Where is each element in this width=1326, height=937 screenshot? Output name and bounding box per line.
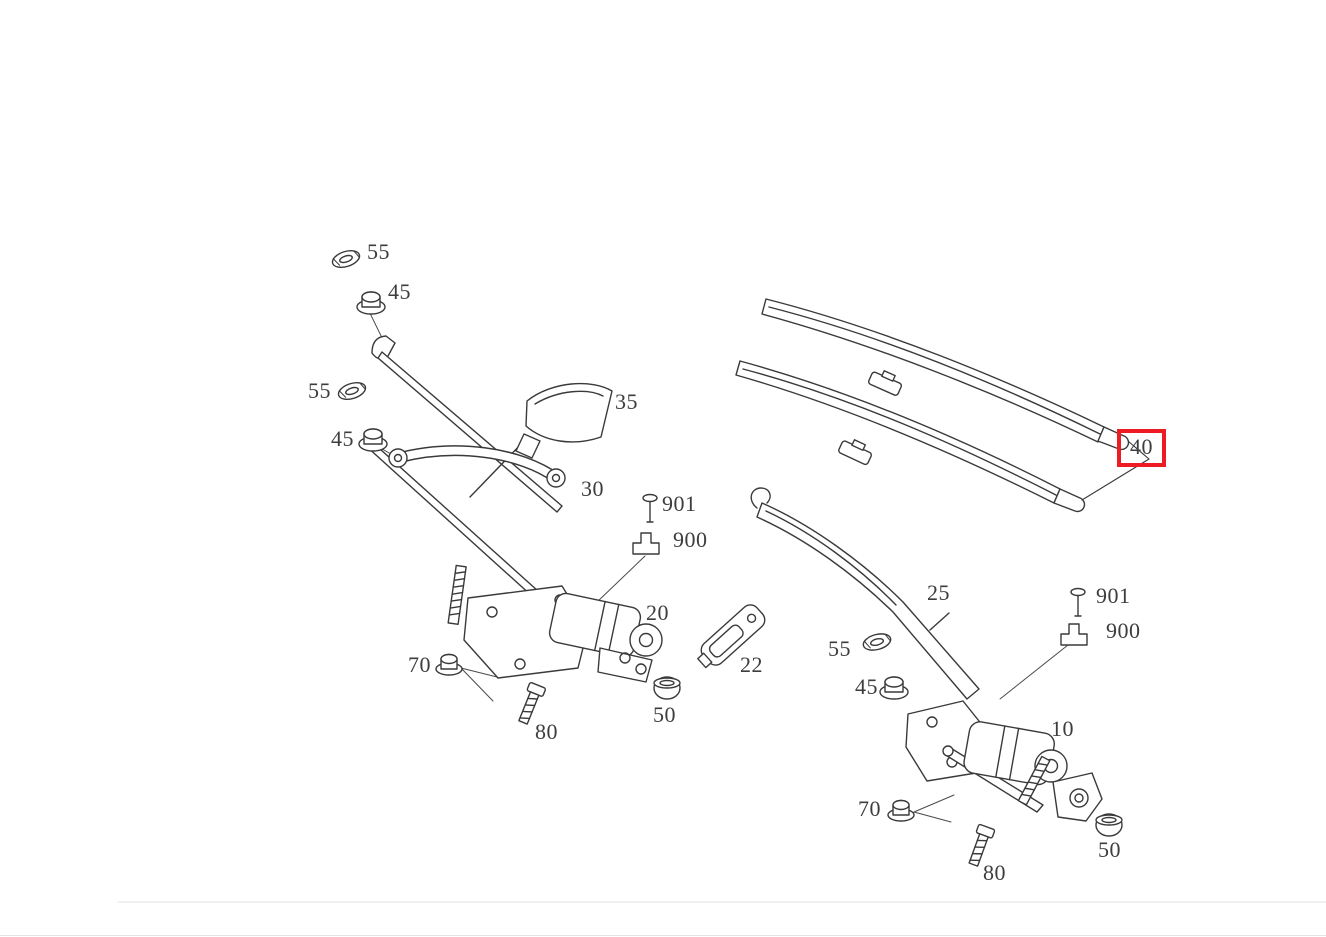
part-label-45-lower-left[interactable]: 45 [331, 426, 354, 451]
part-label-45-upper-left[interactable]: 45 [388, 279, 411, 304]
screw-pin-icon-901-right [1070, 587, 1086, 617]
part-label-901-right[interactable]: 901 [1096, 583, 1131, 608]
wiper-motor-left-20 [548, 592, 663, 683]
screw-pin-icon-901-left [642, 493, 658, 523]
clip-block-icon-900-left [632, 532, 660, 555]
linkage-rod-30 [388, 445, 566, 488]
cover-cap-icon-50-right [1095, 813, 1123, 837]
part-label-50-left[interactable]: 50 [653, 702, 676, 727]
part-label-900-left[interactable]: 900 [673, 527, 708, 552]
highlighted-part-box-40[interactable]: 40 [1117, 429, 1166, 467]
grommet-icon-55-right [862, 633, 892, 651]
blade-set-brace [1081, 440, 1150, 501]
part-label-22[interactable]: 22 [740, 652, 763, 677]
part-label-900-right[interactable]: 900 [1106, 618, 1141, 643]
hex-nut-icon-70-right [887, 799, 915, 822]
bolt-icon-80-left [518, 681, 547, 725]
part-label-80-right[interactable]: 80 [983, 860, 1006, 885]
blade-adapter-22 [697, 604, 766, 669]
leader-lines [366, 306, 1069, 823]
part-label-55-lower-left[interactable]: 55 [308, 378, 331, 403]
part-label-901-left[interactable]: 901 [662, 491, 697, 516]
part-label-55-right[interactable]: 55 [828, 636, 851, 661]
flange-nut-icon-45-lower-left [358, 428, 388, 452]
part-label-25[interactable]: 25 [927, 580, 950, 605]
clip-block-icon-900-right [1060, 623, 1088, 646]
part-label-40: 40 [1130, 434, 1153, 459]
wiper-motor-right-10 [905, 700, 1103, 822]
part-label-30[interactable]: 30 [581, 476, 604, 501]
cowl-cover-35 [525, 382, 613, 443]
wiper-blade-upper [761, 298, 1130, 451]
wiper-arm-left [365, 335, 563, 607]
page-divider [0, 901, 1326, 936]
part-label-70-left[interactable]: 70 [408, 652, 431, 677]
part-label-80-left[interactable]: 80 [535, 719, 558, 744]
wiper-arm-right-25 [750, 487, 980, 700]
grommet-icon-55-upper-left [331, 249, 361, 269]
bolt-icon-80-right [968, 823, 996, 867]
wiper-blade-lower [735, 360, 1086, 513]
part-label-55-upper-left[interactable]: 55 [367, 239, 390, 264]
part-label-35[interactable]: 35 [615, 389, 638, 414]
hex-nut-icon-70-left [435, 653, 463, 676]
part-label-10[interactable]: 10 [1051, 716, 1074, 741]
flange-nut-icon-45-upper-left [356, 291, 386, 315]
part-label-50-right[interactable]: 50 [1098, 837, 1121, 862]
flange-nut-icon-45-right [879, 676, 909, 700]
part-label-70-right[interactable]: 70 [858, 796, 881, 821]
part-label-20[interactable]: 20 [646, 600, 669, 625]
part-label-45-right[interactable]: 45 [855, 674, 878, 699]
threaded-stud-icon [447, 564, 467, 625]
grommet-icon-55-lower-left [337, 381, 367, 401]
cover-cap-icon-50-left [653, 676, 681, 700]
